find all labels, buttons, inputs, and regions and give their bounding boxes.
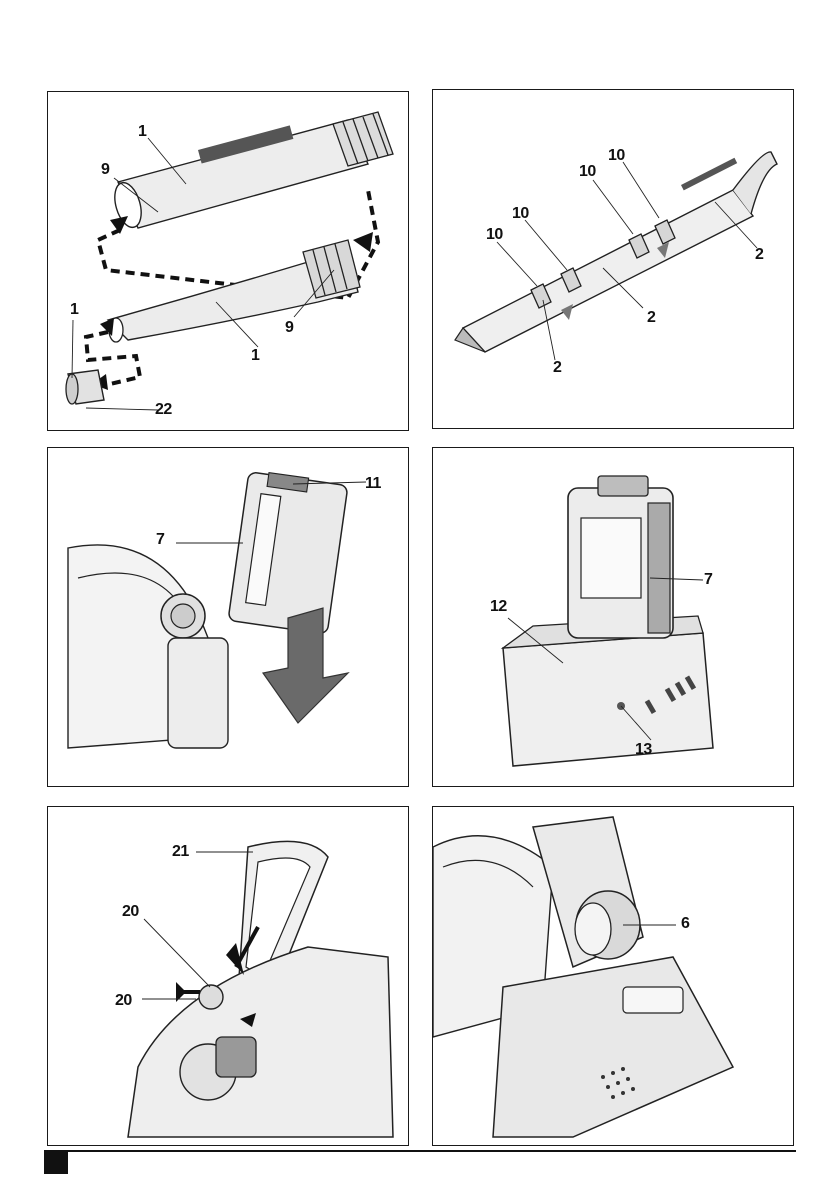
callout-1: 1 xyxy=(70,302,78,318)
callout-22: 22 xyxy=(155,402,172,418)
figure-1: 1 9 1 9 1 1 22 xyxy=(47,91,409,431)
callout-1: 1 xyxy=(251,348,259,364)
figure-5: 21 20 20 xyxy=(47,806,409,1146)
callout-6: 6 xyxy=(681,916,689,932)
callout-10: 10 xyxy=(486,227,503,243)
callout-2: 2 xyxy=(755,247,763,263)
callout-2: 2 xyxy=(647,310,655,326)
page-tab-marker xyxy=(44,1152,68,1174)
figure-4: 7 12 13 xyxy=(432,447,794,787)
callout-10: 10 xyxy=(512,206,529,222)
callout-10: 10 xyxy=(579,164,596,180)
figure-2: 10 10 10 10 2 2 2 xyxy=(432,89,794,429)
battery-charger-illustration xyxy=(433,448,794,787)
callout-7: 7 xyxy=(704,572,712,588)
callout-9: 9 xyxy=(101,162,109,178)
battery-insertion-illustration xyxy=(48,448,409,787)
footer-rule xyxy=(44,1150,796,1152)
callout-20: 20 xyxy=(115,993,132,1009)
tube-assembly-illustration xyxy=(48,92,409,431)
callout-1: 1 xyxy=(138,124,146,140)
callout-9: 9 xyxy=(285,320,293,336)
speed-knob-illustration xyxy=(433,807,794,1146)
extension-tube-illustration xyxy=(433,90,794,429)
callout-12: 12 xyxy=(490,599,507,615)
callout-2: 2 xyxy=(553,360,561,376)
figure-6: 6 xyxy=(432,806,794,1146)
callout-7: 7 xyxy=(156,532,164,548)
callout-10: 10 xyxy=(608,148,625,164)
callout-21: 21 xyxy=(172,844,189,860)
handle-assembly-illustration xyxy=(48,807,409,1146)
callout-11: 11 xyxy=(365,476,381,492)
figure-3: 11 7 xyxy=(47,447,409,787)
callout-20: 20 xyxy=(122,904,139,920)
callout-13: 13 xyxy=(635,742,652,758)
